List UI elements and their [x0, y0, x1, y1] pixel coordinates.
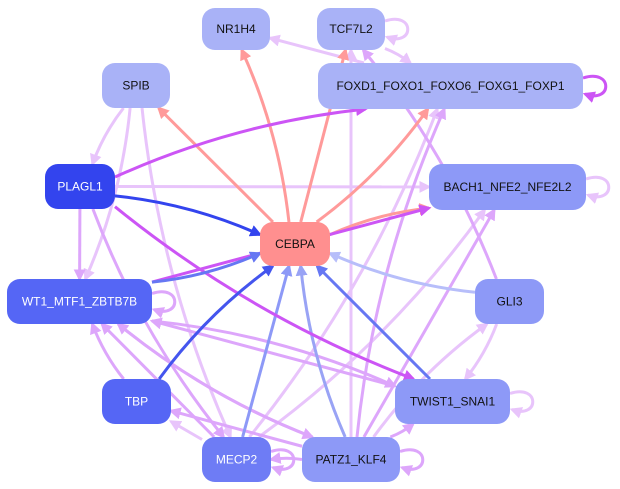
node-label: GLI3: [496, 295, 522, 309]
node-gli3[interactable]: GLI3: [475, 279, 544, 324]
node-box: [318, 63, 583, 109]
edge-spib-to-plagl1: [90, 107, 125, 167]
node-label: MECP2: [216, 453, 258, 467]
node-label: NR1H4: [216, 22, 256, 36]
self-loop-fox: [582, 74, 608, 103]
edge-mecp2-to-cebpa: [241, 263, 293, 438]
edge-wt1-to-patz1: [117, 322, 315, 440]
self-loop-wt1: [151, 290, 177, 319]
edge-mecp2-to-fox: [248, 106, 440, 438]
edge-fox-to-nr1h4: [267, 34, 365, 65]
edge-gli3-to-cebpa: [327, 251, 476, 294]
edge-patz1-to-fox: [355, 106, 446, 438]
node-wt1-complex[interactable]: WT1_MTF1_ZBTB7B: [7, 279, 152, 324]
node-box: [317, 8, 385, 50]
node-bach1-complex[interactable]: BACH1_NFE2_NFE2L2: [429, 164, 586, 210]
edge-patz1-to-tbp: [168, 407, 303, 448]
node-box: [102, 63, 170, 108]
edge-patz1-to-bach1: [362, 207, 496, 438]
node-nr1h4[interactable]: NR1H4: [202, 8, 270, 50]
edge-plagl1-to-twist1: [114, 205, 416, 382]
self-loop-mecp2: [270, 448, 296, 477]
node-twist1-complex[interactable]: TWIST1_SNAI1: [395, 379, 510, 424]
node-box: [202, 437, 271, 482]
node-box: [395, 379, 510, 424]
node-box: [429, 164, 586, 210]
node-tbp[interactable]: TBP: [102, 379, 171, 424]
node-plagl1[interactable]: PLAGL1: [45, 164, 115, 209]
node-label: SPIB: [122, 79, 149, 93]
edge-tbp-to-wt1: [90, 321, 125, 380]
edge-patz1-to-mecp2: [268, 452, 303, 464]
node-label: BACH1_NFE2_NFE2L2: [443, 180, 571, 194]
edge-cebpa-to-nr1h4: [240, 47, 291, 223]
node-tcf7l2[interactable]: TCF7L2: [317, 8, 385, 50]
node-label: TWIST1_SNAI1: [410, 395, 496, 409]
node-box: [475, 279, 544, 324]
edge-cebpa-to-fox: [315, 107, 430, 224]
node-label: PATZ1_KLF4: [316, 453, 387, 467]
self-loop-tcf7l2: [384, 17, 410, 46]
node-box: [45, 164, 115, 209]
edge-cebpa-to-spib: [156, 106, 274, 224]
edge-twist1-to-wt1: [149, 317, 396, 388]
node-mecp2[interactable]: MECP2: [202, 437, 271, 482]
node-box: [260, 222, 330, 266]
edge-gli3-to-twist1: [463, 323, 499, 381]
edge-plagl1-to-mecp2: [91, 208, 226, 439]
node-patz1-complex[interactable]: PATZ1_KLF4: [302, 437, 400, 482]
node-label: FOXD1_FOXO1_FOXO6_FOXG1_FOXP1: [336, 79, 564, 93]
node-label: TBP: [125, 395, 148, 409]
edge-patz1-to-twist1: [389, 422, 415, 439]
edge-mecp2-to-tbp: [168, 420, 203, 441]
self-loop-patz1: [399, 448, 425, 477]
edge-tcf7l2-to-fox: [384, 47, 413, 65]
node-label: CEBPA: [275, 237, 315, 251]
node-label: PLAGL1: [57, 180, 103, 194]
edge-plagl1-to-fox: [114, 104, 369, 179]
edge-wt1-to-cebpa: [151, 251, 263, 284]
node-box: [7, 279, 152, 324]
node-box: [202, 8, 270, 50]
node-box: [302, 437, 400, 482]
self-loop-twist1: [509, 390, 535, 419]
node-label: TCF7L2: [329, 22, 373, 36]
edge-patz1-to-cebpa: [295, 263, 347, 438]
edge-tbp-to-cebpa: [157, 264, 275, 380]
edges-layer: [73, 17, 611, 477]
nodes-layer: NR1H4 TCF7L2 SPIB FOXD1_FOXO1_FOXO6_FOXG…: [7, 8, 586, 482]
node-spib[interactable]: SPIB: [102, 63, 170, 108]
edge-plagl1-to-cebpa: [114, 194, 263, 237]
node-fox-complex[interactable]: FOXD1_FOXO1_FOXO6_FOXG1_FOXP1: [318, 63, 583, 109]
node-box: [102, 379, 171, 424]
self-loop-bach1: [585, 175, 611, 204]
node-cebpa[interactable]: CEBPA: [260, 222, 330, 266]
node-label: WT1_MTF1_ZBTB7B: [22, 295, 137, 309]
edge-twist1-to-cebpa: [315, 264, 432, 381]
edge-mecp2-to-bach1: [257, 208, 487, 439]
